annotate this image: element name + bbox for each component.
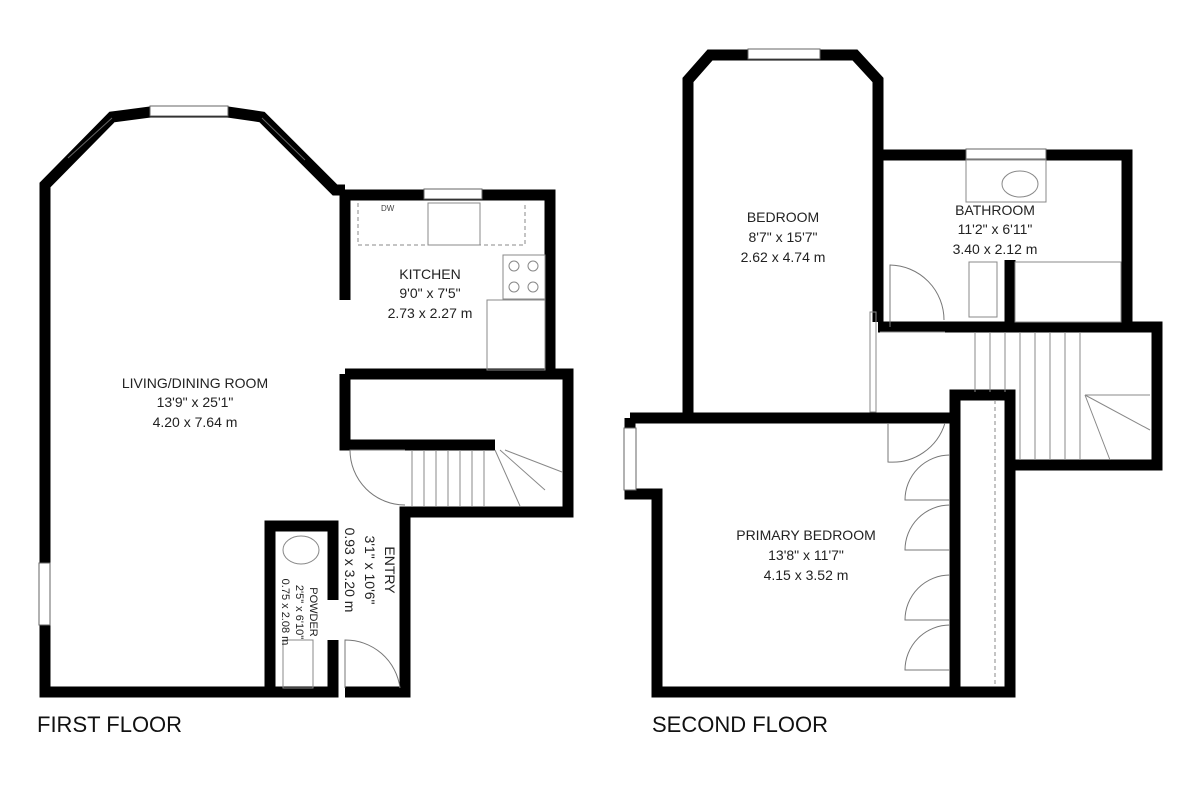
burner (508, 281, 520, 293)
powder-toilet (282, 639, 314, 689)
window (747, 48, 821, 60)
bedroom-label: BEDROOM 8'7" x 15'7" 2.62 x 4.74 m (741, 209, 826, 265)
second-floor-title: SECOND FLOOR (652, 712, 828, 737)
svg-text:2'5" x 6'10": 2'5" x 6'10" (293, 585, 305, 639)
kitchen-label: KITCHEN 9'0" x 7'5" 2.73 x 2.27 m (388, 266, 473, 321)
second-stair-walls (945, 321, 1163, 471)
bathroom-vanity (965, 159, 1047, 203)
primary-bedroom-label: PRIMARY BEDROOM 13'8" x 11'7" 4.15 x 3.5… (736, 527, 876, 583)
first-floor-title: FIRST FLOOR (37, 712, 182, 737)
svg-text:3.40 x 2.12 m: 3.40 x 2.12 m (953, 241, 1038, 257)
powder-walls (264, 520, 339, 698)
svg-text:13'8" x 11'7": 13'8" x 11'7" (768, 547, 844, 563)
svg-text:11'2" x 6'11": 11'2" x 6'11" (958, 221, 1033, 237)
entry-label: ENTRY 3'1" x 10'6" 0.93 x 3.20 m (342, 528, 398, 613)
first-floor-stairs (411, 449, 563, 507)
door-swing (887, 422, 946, 463)
closet-door (904, 504, 951, 551)
first-floor-plan: DW LIVING/DINING ROOM 13'9" x 25'1" (37, 105, 574, 737)
svg-text:KITCHEN: KITCHEN (399, 266, 460, 282)
svg-text:ENTRY: ENTRY (382, 546, 398, 594)
window (38, 562, 51, 626)
primary-bedroom-walls (624, 389, 1016, 698)
closet-door (904, 454, 951, 501)
window (623, 427, 637, 491)
burner (527, 281, 539, 293)
window (149, 105, 229, 117)
door-swing (344, 639, 401, 689)
svg-text:BATHROOM: BATHROOM (955, 202, 1035, 218)
fridge (486, 299, 546, 371)
kitchen-counter (357, 203, 526, 246)
svg-text:9'0" x 7'5": 9'0" x 7'5" (399, 285, 460, 301)
dishwasher-label: DW (381, 204, 395, 213)
powder-label: POWDER 2'5" x 6'10" 0.75 x 2.08 m (279, 579, 319, 646)
door-swing (349, 449, 406, 506)
burner (527, 260, 539, 272)
svg-text:PRIMARY BEDROOM: PRIMARY BEDROOM (736, 527, 876, 543)
svg-text:4.20 x 7.64 m: 4.20 x 7.64 m (153, 414, 238, 430)
svg-text:BEDROOM: BEDROOM (747, 209, 819, 225)
powder-sink (282, 535, 320, 565)
window (67, 117, 113, 159)
sliding-door (869, 311, 877, 413)
bathroom-sink (1001, 170, 1039, 198)
toilet (968, 261, 998, 318)
second-floor-plan: BEDROOM 8'7" x 15'7" 2.62 x 4.74 m BATHR… (623, 48, 1163, 737)
svg-text:3'1" x 10'6": 3'1" x 10'6" (362, 536, 378, 605)
closet-door (904, 624, 951, 671)
svg-text:13'9" x 25'1": 13'9" x 25'1" (157, 394, 234, 410)
svg-text:0.93 x 3.20 m: 0.93 x 3.20 m (342, 528, 358, 613)
window (261, 117, 306, 161)
kitchen-sink (427, 202, 481, 246)
svg-text:0.75 x 2.08 m: 0.75 x 2.08 m (279, 579, 291, 646)
living-room-label: LIVING/DINING ROOM 13'9" x 25'1" 4.20 x … (122, 375, 268, 430)
window (423, 188, 483, 200)
door-swing (889, 264, 945, 327)
burner (508, 260, 520, 272)
svg-text:LIVING/DINING ROOM: LIVING/DINING ROOM (122, 375, 268, 391)
svg-text:4.15 x 3.52 m: 4.15 x 3.52 m (764, 567, 849, 583)
svg-text:2.73 x 2.27 m: 2.73 x 2.27 m (388, 305, 473, 321)
svg-text:8'7" x 15'7": 8'7" x 15'7" (749, 229, 818, 245)
svg-text:POWDER: POWDER (307, 587, 319, 637)
bathroom-label: BATHROOM 11'2" x 6'11" 3.40 x 2.12 m (953, 202, 1038, 257)
window (965, 148, 1047, 160)
bathtub (1014, 261, 1122, 323)
svg-text:2.62 x 4.74 m: 2.62 x 4.74 m (741, 249, 826, 265)
second-floor-stairs (880, 331, 1151, 461)
closet-door (904, 574, 951, 621)
first-stair-walls (339, 368, 574, 698)
cooktop (502, 254, 546, 300)
